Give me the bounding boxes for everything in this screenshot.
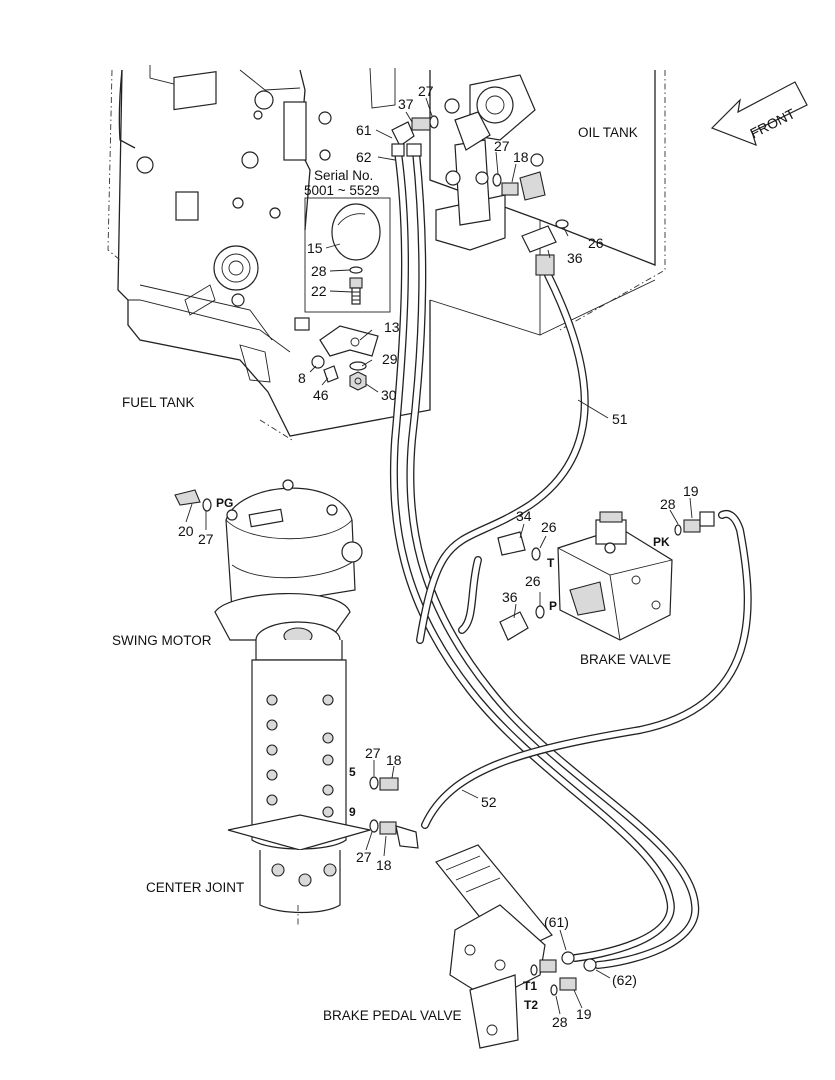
fuel-tank-drawing [107, 65, 431, 441]
port-pg: PG [216, 496, 233, 510]
callout-26: 26 [588, 235, 604, 251]
swing-motor-label: SWING MOTOR [112, 633, 212, 648]
callout-22: 22 [311, 283, 327, 299]
callout-52: 52 [481, 794, 497, 810]
callout-37: 37 [398, 96, 414, 112]
port-t2: T2 [524, 998, 538, 1012]
center-joint-label: CENTER JOINT [146, 880, 244, 895]
hose-61 [389, 148, 675, 962]
port-5: 5 [349, 765, 356, 779]
callout-29: 29 [382, 351, 398, 367]
callout-46: 46 [313, 387, 329, 403]
callout-15: 15 [307, 240, 323, 256]
callout-61: 61 [356, 122, 372, 138]
port-p: P [549, 599, 557, 613]
callout-62-ref: (62) [612, 972, 637, 988]
fuel-tank-label: FUEL TANK [122, 395, 195, 410]
port-t: T [547, 556, 555, 570]
callout-26: 26 [541, 519, 557, 535]
callout-27: 27 [494, 138, 510, 154]
callout-30: 30 [381, 387, 397, 403]
center-joint-drawing [227, 621, 371, 925]
brake-valve-drawing [497, 511, 715, 641]
callout-51: 51 [612, 411, 628, 427]
callout-18: 18 [386, 752, 402, 768]
callout-27: 27 [365, 745, 381, 761]
callout-36: 36 [502, 589, 518, 605]
center-joint-fittings [369, 776, 419, 849]
callout-19: 19 [683, 483, 699, 499]
brake-valve-label: BRAKE VALVE [580, 652, 671, 667]
oil-tank-drawing [369, 67, 666, 336]
brake-pedal-valve-drawing [435, 844, 597, 1049]
callout-62: 62 [356, 149, 372, 165]
callout-8: 8 [298, 370, 306, 386]
port-pk: PK [653, 535, 670, 549]
brake-pedal-valve-label: BRAKE PEDAL VALVE [323, 1008, 462, 1023]
hose-51 [416, 271, 589, 644]
callout-28: 28 [311, 263, 327, 279]
oil-tank-label: OIL TANK [578, 125, 638, 140]
port-t1: T1 [523, 979, 537, 993]
leader-lines [185, 97, 693, 1015]
callout-27: 27 [418, 83, 434, 99]
callout-18: 18 [376, 857, 392, 873]
serial-number-box [304, 197, 391, 313]
callout-34: 34 [516, 508, 532, 524]
callout-36: 36 [567, 250, 583, 266]
callout-28: 28 [552, 1014, 568, 1030]
port-9: 9 [349, 805, 356, 819]
callout-13: 13 [384, 319, 400, 335]
serial-range-label: 5001 ~ 5529 [304, 183, 379, 198]
hose-62 [406, 148, 700, 969]
top-fittings [391, 115, 569, 276]
bracket-assembly [294, 317, 379, 391]
swing-motor-drawing [174, 479, 363, 641]
callout-27: 27 [198, 531, 214, 547]
front-arrow-icon [710, 81, 808, 147]
callout-26: 26 [525, 573, 541, 589]
serial-no-label: Serial No. [314, 168, 373, 183]
callout-20: 20 [178, 523, 194, 539]
callout-18: 18 [513, 149, 529, 165]
hose-52 [421, 509, 752, 829]
callout-27: 27 [356, 849, 372, 865]
callout-19: 19 [576, 1006, 592, 1022]
callout-28: 28 [660, 496, 676, 512]
callout-61-ref: (61) [544, 914, 569, 930]
